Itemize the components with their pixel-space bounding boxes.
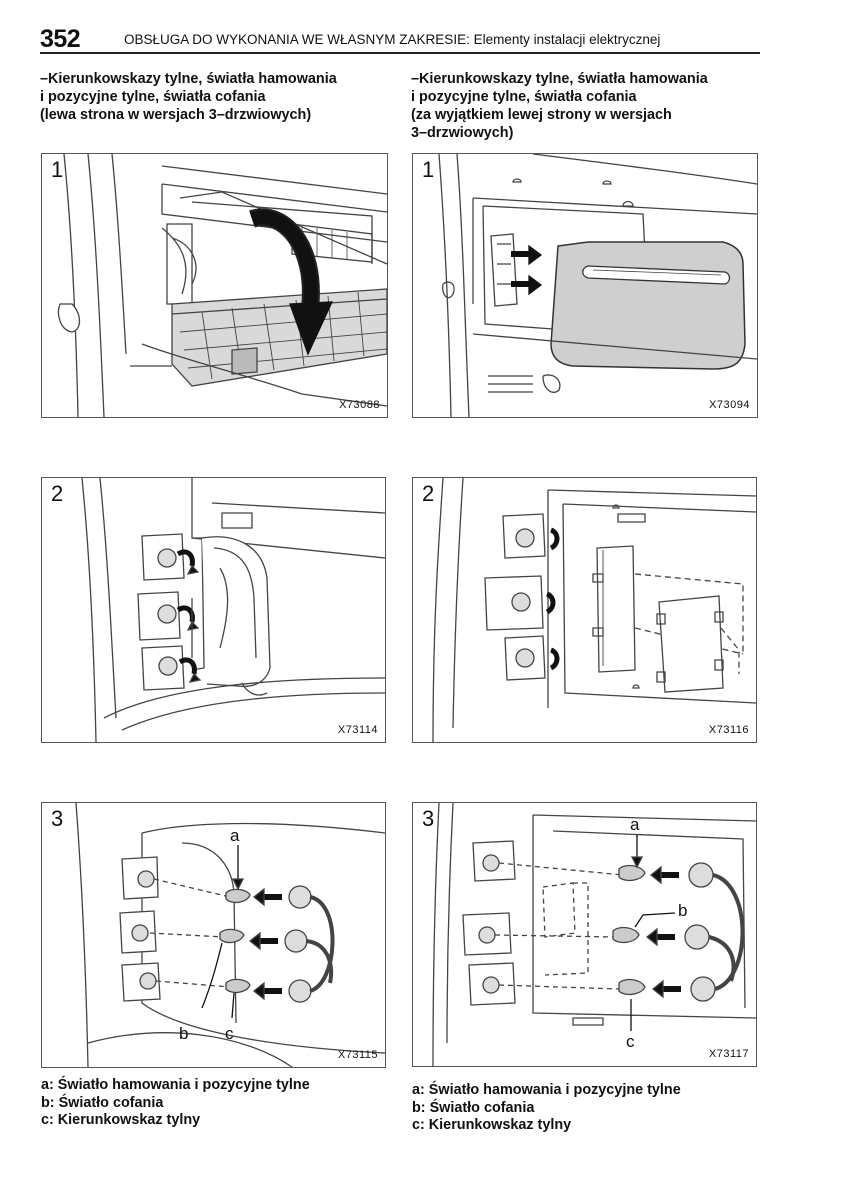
label-a: a (630, 815, 640, 834)
heading-line: (lewa strona w wersjach 3–drzwiowych) (40, 107, 312, 123)
figure-code: X73115 (337, 1049, 378, 1061)
figure-right-2-drawing (432, 478, 756, 742)
right-legend: a: Światło hamowania i pozycyjne tylne b… (412, 1082, 681, 1135)
label-a: a (230, 826, 240, 845)
figure-left-1-drawing (57, 154, 387, 417)
page-number: 352 (40, 25, 81, 53)
legend-item-a: a: Światło hamowania i pozycyjne tylne (41, 1077, 310, 1093)
left-legend: a: Światło hamowania i pozycyjne tylne b… (41, 1077, 310, 1130)
figure-code: X73088 (339, 399, 380, 411)
figure-right-3-drawing (432, 803, 756, 1066)
step-number: 3 (51, 806, 64, 831)
label-b: b (179, 1024, 189, 1043)
figure-code: X73094 (709, 399, 750, 411)
step-number: 2 (51, 481, 64, 506)
step-number: 1 (422, 157, 435, 182)
figure-left-3: 3 a b c X73115 (41, 802, 386, 1068)
step-number: 1 (51, 157, 64, 182)
figure-code: X73116 (708, 724, 749, 736)
figure-right-1: 1 X73094 (412, 153, 758, 418)
legend-item-b: b: Światło cofania (41, 1094, 164, 1111)
legend-item-c: c: Kierunkowskaz tylny (41, 1112, 201, 1128)
figure-right-3: 3 a b c X73117 (412, 802, 757, 1067)
figure-right-1-drawing (438, 154, 757, 417)
figure-code: X73114 (337, 724, 378, 736)
figure-code: X73117 (708, 1048, 749, 1060)
figure-right-2: 2 X73116 (412, 477, 757, 743)
figure-left-2: 2 X73114 (41, 477, 386, 743)
heading-line: –Kierunkowskazy tylne, światła hamowania (411, 71, 708, 87)
header-rule (40, 52, 760, 54)
heading-line: (za wyjątkiem lewej strony w wersjach (411, 107, 672, 123)
left-column-heading: –Kierunkowskazy tylne, światła hamowania… (40, 70, 395, 124)
figure-left-3-drawing (75, 803, 385, 1067)
legend-item-a: a: Światło hamowania i pozycyjne tylne (412, 1082, 681, 1098)
heading-line: i pozycyjne tylne, światła cofania (411, 89, 637, 105)
label-c: c (626, 1032, 635, 1051)
heading-line: i pozycyjne tylne, światła cofania (40, 89, 266, 105)
page-header: 352 OBSŁUGA DO WYKONANIA WE WŁASNYM ZAKR… (40, 26, 760, 54)
figure-left-2-drawing (81, 478, 385, 742)
legend-item-b: b: Światło cofania (412, 1099, 535, 1116)
figure-left-1: 1 X73088 (41, 153, 388, 418)
step-number: 3 (422, 806, 435, 831)
heading-line: –Kierunkowskazy tylne, światła hamowania (40, 71, 337, 87)
heading-line: 3–drzwiowych) (411, 125, 514, 141)
legend-item-c: c: Kierunkowskaz tylny (412, 1117, 572, 1133)
running-title: OBSŁUGA DO WYKONANIA WE WŁASNYM ZAKRESIE… (124, 32, 661, 47)
right-column-heading: –Kierunkowskazy tylne, światła hamowania… (411, 70, 771, 142)
label-c: c (225, 1024, 234, 1043)
label-b: b (678, 901, 688, 920)
step-number: 2 (422, 481, 435, 506)
